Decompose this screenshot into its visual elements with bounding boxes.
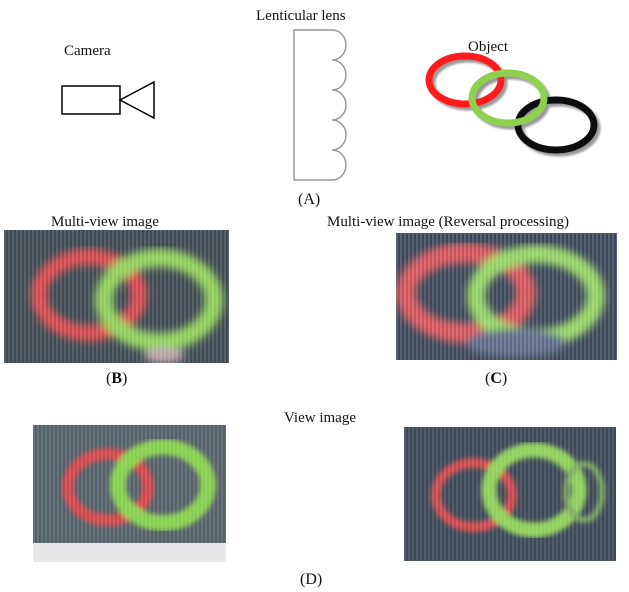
red-ring: [425, 52, 505, 108]
camera-icon: [61, 80, 155, 120]
reversal-caption: Multi-view image (Reversal processing): [327, 214, 570, 230]
panel-b-close-paren: ): [122, 370, 128, 387]
view-image-caption: View image: [284, 410, 356, 426]
multiview-caption: Multi-view image: [51, 214, 159, 230]
panel-c-letter: C: [490, 370, 502, 387]
view-photo-right: [404, 427, 616, 561]
panel-c-label: (C): [485, 370, 507, 388]
panel-c-open-paren: (: [485, 370, 491, 387]
panel-b-letter: B: [111, 370, 122, 387]
object-label: Object: [468, 39, 508, 55]
black-ring: [514, 96, 598, 154]
panel-b-label: (B): [106, 370, 127, 388]
lenticular-lens-label: Lenticular lens: [256, 8, 346, 24]
view-photo-left: [33, 425, 226, 562]
object-rings: [425, 52, 598, 154]
setup-diagram: [61, 29, 598, 181]
reversal-photo: [396, 233, 617, 360]
green-ring: [468, 69, 548, 127]
panel-a-label: (A): [298, 191, 321, 208]
multiview-photo: [4, 230, 229, 363]
panel-d-label: (D): [300, 571, 323, 588]
lenticular-lens-shape: [293, 29, 347, 181]
panel-c-close-paren: ): [501, 370, 508, 387]
panel-b-open-paren: (: [106, 370, 112, 387]
camera-label: Camera: [64, 43, 111, 59]
